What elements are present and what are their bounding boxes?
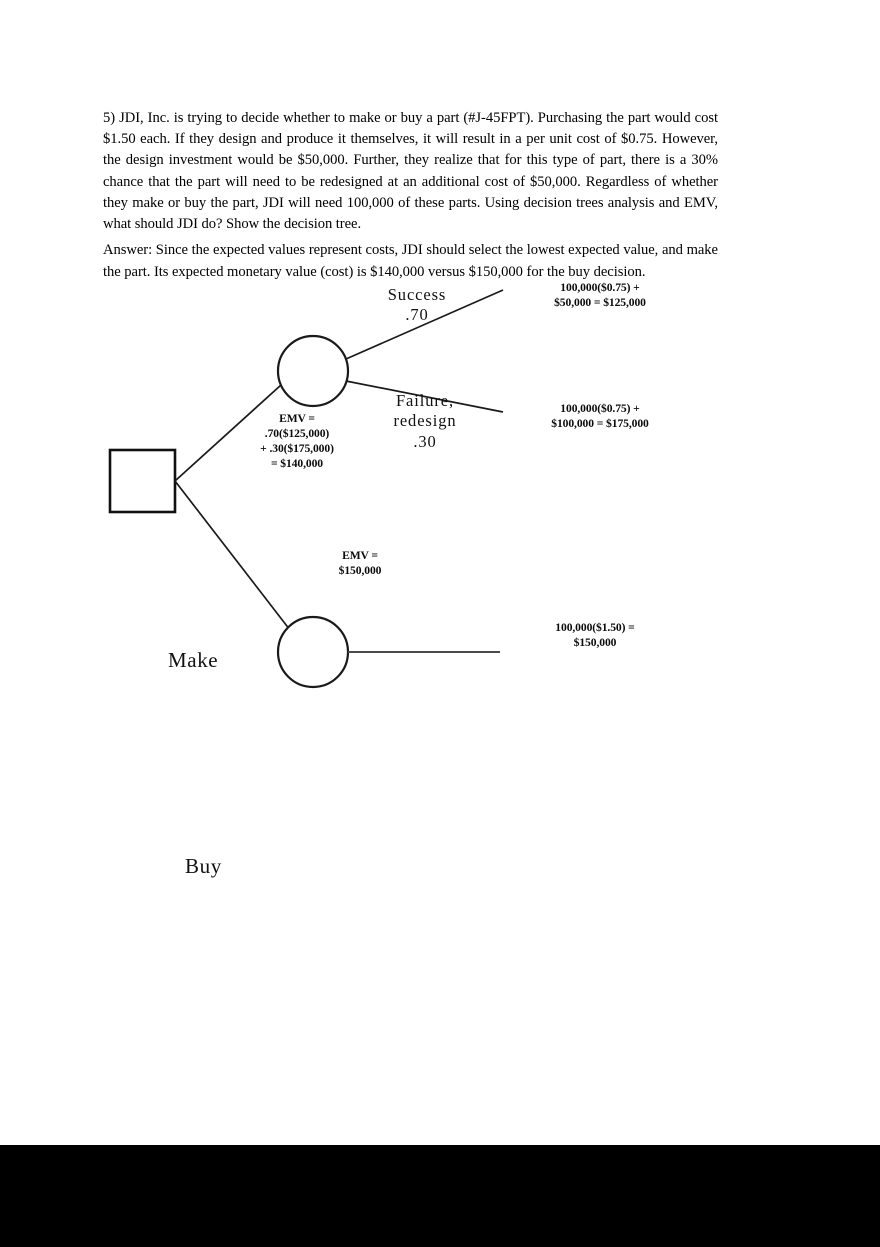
buy-emv-line2: $150,000	[338, 564, 382, 578]
buy-payoff-block: 100,000($1.50) = $150,000	[495, 620, 695, 650]
make-branch-line	[174, 384, 282, 482]
make-branch-label: Make	[168, 648, 219, 672]
bottom-black-bar	[0, 1145, 880, 1247]
make-chance-node	[276, 334, 350, 408]
failure-outcome-label: Failure, redesign .30	[370, 391, 480, 452]
success-payoff-line2: $50,000 = $125,000	[554, 296, 646, 310]
decision-tree-svg	[108, 289, 504, 689]
buy-branch-line	[174, 480, 291, 631]
buy-emv-line1: EMV =	[342, 549, 378, 562]
failure-label-line1: Failure,	[395, 391, 455, 410]
failure-probability: .30	[413, 431, 437, 451]
failure-branch-line	[345, 380, 504, 413]
decision-square-node	[108, 448, 177, 514]
success-outcome-label: Success .70	[367, 285, 467, 326]
make-emv-line4: = $140,000	[271, 457, 323, 471]
failure-label-line2: redesign	[393, 411, 457, 431]
buy-payoff-line2: $150,000	[573, 636, 617, 650]
decision-tree-figure: Make Buy Success .70 Failure, redesign .…	[100, 275, 700, 878]
failure-payoff-block: 100,000($0.75) + $100,000 = $175,000	[500, 401, 700, 431]
failure-payoff-line2: $100,000 = $175,000	[551, 417, 649, 431]
make-emv-line3: + .30($175,000)	[260, 442, 334, 456]
question-text-block: 5) JDI, Inc. is trying to decide whether…	[103, 108, 718, 283]
make-emv-line1: EMV =	[279, 412, 315, 425]
failure-payoff-line1: 100,000($0.75) +	[560, 402, 640, 415]
success-probability: .70	[405, 305, 429, 325]
make-emv-block: EMV = .70($125,000) + .30($175,000) = $1…	[222, 411, 372, 471]
buy-payoff-line1: 100,000($1.50) =	[555, 621, 635, 634]
buy-emv-block: EMV = $150,000	[300, 548, 420, 578]
make-emv-line2: .70($125,000)	[264, 427, 330, 441]
buy-chance-node	[276, 615, 350, 689]
success-payoff-line1: 100,000($0.75) +	[560, 281, 640, 294]
success-branch-line	[345, 289, 504, 360]
success-label-text: Success	[387, 285, 447, 304]
question-paragraph: 5) JDI, Inc. is trying to decide whether…	[103, 110, 718, 233]
answer-paragraph: Answer: Since the expected values repres…	[103, 242, 718, 280]
buy-branch-label: Buy	[185, 854, 222, 878]
success-payoff-block: 100,000($0.75) + $50,000 = $125,000	[505, 280, 695, 310]
